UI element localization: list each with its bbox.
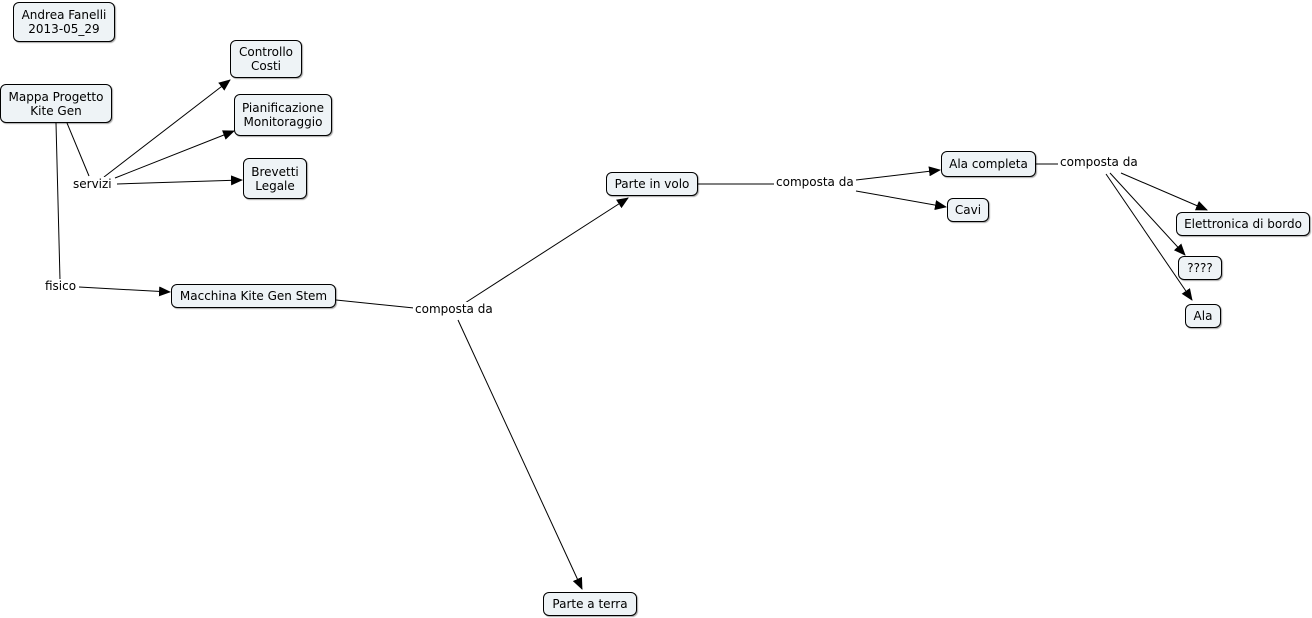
- link-servizi-controllo: [103, 79, 231, 178]
- elettronica-di-bordo-node[interactable]: Elettronica di bordo: [1176, 212, 1310, 236]
- linking-phrase-composta-da-macchina[interactable]: composta da: [413, 302, 495, 316]
- author-name: Andrea Fanelli: [21, 8, 107, 22]
- pianificazione-line-1: Pianificazione: [241, 101, 325, 115]
- ala-node[interactable]: Ala: [1185, 304, 1221, 328]
- linking-phrase-fisico[interactable]: fisico: [43, 279, 79, 293]
- link-composta-alacompleta: [855, 166, 941, 181]
- elettronica-label: Elettronica di bordo: [1184, 217, 1302, 231]
- unknown-node[interactable]: ????: [1178, 256, 1222, 280]
- parte-volo-label: Parte in volo: [614, 177, 690, 191]
- controllo-line-1: Controllo: [238, 45, 294, 59]
- controllo-costi-node[interactable]: Controllo Costi: [230, 40, 302, 78]
- link-composta-cavi: [855, 190, 947, 210]
- pianificazione-monitoraggio-node[interactable]: Pianificazione Monitoraggio: [234, 94, 332, 136]
- link-composta-ala: [1105, 173, 1193, 301]
- mappa-line-1: Mappa Progetto: [8, 89, 104, 104]
- author-date-node[interactable]: Andrea Fanelli 2013-05_29: [13, 2, 115, 42]
- parte-in-volo-node[interactable]: Parte in volo: [606, 172, 698, 196]
- pianificazione-line-2: Monitoraggio: [243, 115, 323, 129]
- macchina-label: Macchina Kite Gen Stem: [179, 289, 328, 303]
- link-composta-unknown: [1109, 172, 1186, 256]
- link-servizi-pianificazione: [114, 130, 235, 179]
- cavi-label: Cavi: [954, 203, 982, 217]
- ala-completa-label: Ala completa: [949, 157, 1028, 171]
- ala-completa-node[interactable]: Ala completa: [941, 151, 1036, 177]
- link-macchina-composta: [335, 299, 415, 309]
- link-mappa-fisico: [55, 122, 61, 281]
- controllo-line-2: Costi: [250, 59, 281, 73]
- link-fisico-macchina: [78, 286, 171, 297]
- unknown-label: ????: [1187, 261, 1213, 275]
- parte-terra-label: Parte a terra: [552, 597, 628, 611]
- link-mappa-servizi: [66, 122, 90, 177]
- linking-phrase-servizi[interactable]: servizi: [71, 177, 114, 191]
- brevetti-legale-node[interactable]: Brevetti Legale: [243, 158, 307, 199]
- linking-phrase-composta-da-volo[interactable]: composta da: [774, 175, 856, 189]
- linking-phrase-composta-da-ala[interactable]: composta da: [1058, 155, 1140, 169]
- ala-label: Ala: [1193, 309, 1213, 323]
- link-composta-terra: [457, 319, 583, 590]
- cavi-node[interactable]: Cavi: [947, 198, 989, 222]
- mappa-progetto-node[interactable]: Mappa Progetto Kite Gen: [0, 84, 112, 123]
- mappa-line-2: Kite Gen: [30, 103, 82, 118]
- brevetti-line-2: Legale: [255, 178, 295, 193]
- macchina-kite-gen-stem-node[interactable]: Macchina Kite Gen Stem: [171, 284, 336, 308]
- brevetti-line-1: Brevetti: [251, 164, 299, 179]
- link-servizi-brevetti: [116, 175, 243, 186]
- link-composta-elettronica: [1120, 172, 1208, 211]
- link-composta-volo: [464, 197, 629, 304]
- parte-a-terra-node[interactable]: Parte a terra: [543, 592, 637, 616]
- author-date: 2013-05_29: [28, 22, 100, 36]
